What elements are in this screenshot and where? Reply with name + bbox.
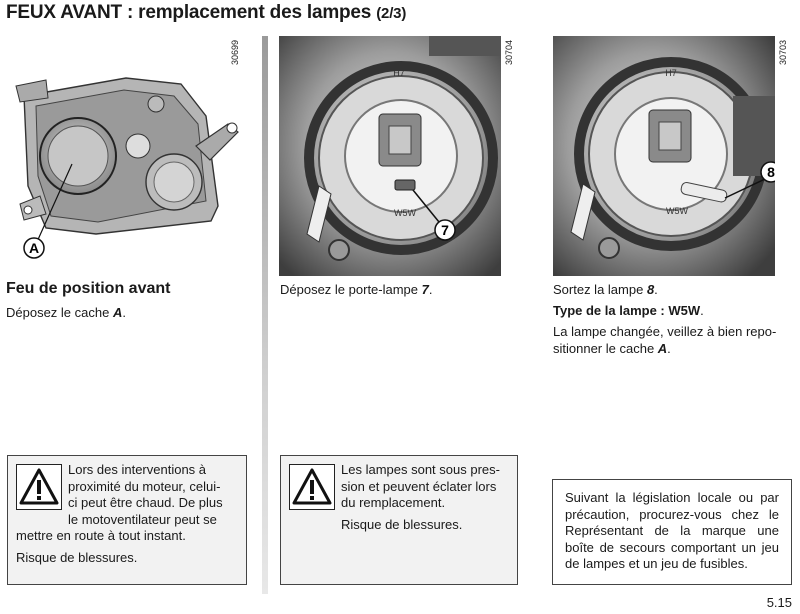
lamp-type-end: . — [700, 303, 704, 318]
column-divider — [262, 36, 268, 594]
callout-7: 7 — [441, 222, 449, 238]
lamp-type: Type de la lampe : W5W. — [553, 302, 704, 319]
figure-ref: 30699 — [230, 40, 240, 66]
instruction-text: sitionner le cache — [553, 341, 658, 356]
callout-a: A — [29, 240, 39, 256]
instruction-ref: A — [112, 305, 123, 320]
instruction-col3-reposition: La lampe changée, veillez à bien repo- s… — [553, 323, 791, 357]
instruction-ref: A — [657, 341, 668, 356]
figure-headlamp: A 30699 — [6, 36, 250, 266]
instruction-ref: 7 — [421, 282, 429, 297]
label-h7: H7 — [665, 68, 677, 78]
instruction-text: Déposez le cache — [6, 305, 113, 320]
instruction-text-end: . — [654, 282, 658, 297]
figure-lamp-holder: H7 W5W 7 30704 — [279, 36, 501, 276]
warning-risk: Risque de blessures. — [341, 516, 463, 532]
label-w5w: W5W — [666, 206, 689, 216]
callout-8: 8 — [767, 164, 775, 180]
figure-lamp-removal: H7 W5W 8 — [553, 36, 775, 276]
instruction-col2: Déposez le porte-lampe 7. — [280, 281, 433, 298]
warning-line: mettre en route à tout instant. — [16, 528, 186, 543]
headlamp-illustration: A — [15, 77, 239, 259]
figure-ref-3: 30703 — [778, 40, 788, 66]
figure-ref-2: 30704 — [504, 40, 514, 66]
page-number: 5.15 — [766, 595, 792, 610]
instruction-col1: Déposez le cache A. — [6, 304, 126, 321]
section-heading: Feu de position avant — [6, 280, 171, 297]
warning-line: Les lampes sont sous pres- — [341, 462, 500, 477]
instruction-ref: 8 — [646, 282, 655, 297]
note-box-spare-kit: Suivant la législation locale ou par pré… — [552, 479, 792, 585]
warning-box-pressure: Les lampes sont sous pres- sion et peuve… — [280, 455, 518, 585]
lamp-holder-photo: H7 W5W 7 — [279, 36, 501, 276]
warning-triangle-icon — [289, 464, 335, 510]
label-w5w: W5W — [394, 208, 417, 218]
instruction-line: La lampe changée, veillez à bien repo- — [553, 324, 777, 339]
lamp-type-label: Type de la lampe : W5W — [553, 303, 701, 318]
label-h7: H7 — [393, 68, 405, 78]
instruction-col3-line1: Sortez la lampe 8. — [553, 281, 658, 298]
warning-risk: Risque de blessures. — [16, 549, 138, 565]
warning-triangle-icon — [16, 464, 62, 510]
lamp-removal-photo: H7 W5W 8 — [553, 36, 775, 276]
warning-line: du remplacement. — [341, 495, 446, 510]
instruction-line: sitionner le cache A. — [553, 340, 791, 357]
instruction-text-end: . — [122, 305, 126, 320]
instruction-text: Déposez le porte-lampe — [280, 282, 422, 297]
instruction-text-end: . — [667, 341, 671, 356]
warning-line: le motoventilateur peut se — [68, 511, 217, 527]
instruction-text-end: . — [428, 282, 433, 297]
page-title: FEUX AVANT : remplacement des lampes (2/… — [6, 2, 406, 24]
warning-line: Lors des interventions à — [68, 462, 207, 477]
warning-line: proximité du moteur, celui- — [68, 478, 221, 494]
warning-line: ci peut être chaud. De plus — [68, 495, 223, 510]
warning-box-engine: Lors des interventions à proximité du mo… — [7, 455, 247, 585]
instruction-text: Sortez la lampe — [553, 282, 647, 297]
title-main: FEUX AVANT : remplacement des lampes — [6, 2, 372, 23]
title-part: (2/3) — [376, 5, 407, 22]
warning-line: sion et peuvent éclater lors — [341, 478, 497, 494]
